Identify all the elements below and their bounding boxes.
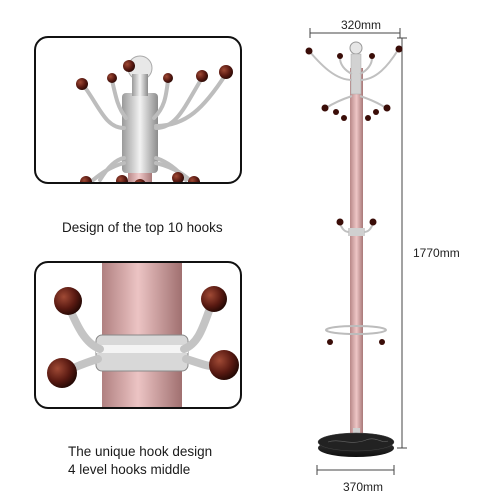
- height-dimension-line: [397, 37, 407, 449]
- height-label: 1770mm: [413, 246, 460, 260]
- middle-hooks-detail-panel: [34, 261, 242, 409]
- hook-design-caption: The unique hook design: [68, 444, 213, 459]
- top-width-label: 320mm: [341, 18, 382, 32]
- top-width-dimension-line: [309, 28, 401, 38]
- base-width-dimension-line: [316, 465, 395, 475]
- top-hooks-illustration: [76, 55, 233, 182]
- base-width-label: 370mm: [343, 480, 384, 494]
- top-hooks-detail-panel: [34, 36, 242, 184]
- coat-stand-illustration: [305, 28, 407, 475]
- middle-hooks-illustration: [47, 263, 239, 407]
- hook-levels-caption: 4 level hooks middle: [68, 462, 191, 477]
- top-hooks-caption: Design of the top 10 hooks: [62, 220, 223, 235]
